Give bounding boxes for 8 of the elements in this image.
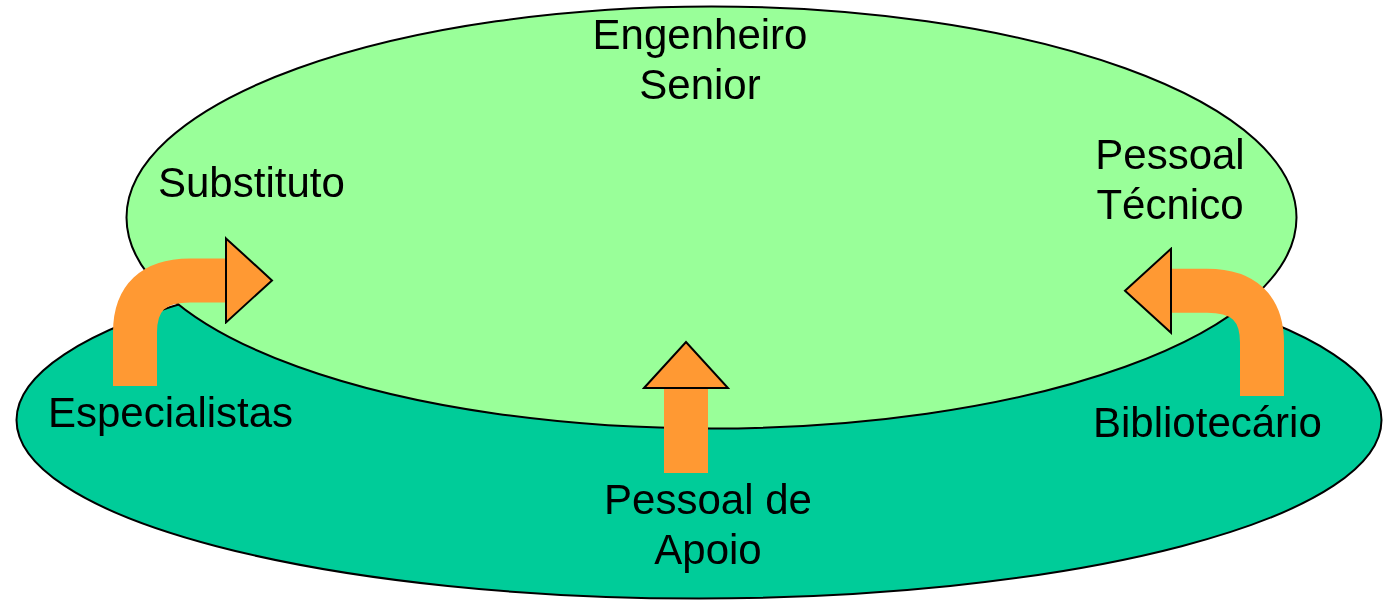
- role-label: Bibliotecário: [1093, 398, 1363, 449]
- role-label: Engenheiro Senior: [550, 10, 850, 111]
- block-arrow: [1124, 247, 1284, 396]
- role-label: Especialistas: [48, 388, 348, 439]
- block-arrow: [113, 237, 273, 386]
- role-label: Pessoal Técnico: [1065, 130, 1275, 231]
- role-label: Pessoal de Apoio: [568, 475, 848, 576]
- role-label: Substituto: [158, 158, 398, 209]
